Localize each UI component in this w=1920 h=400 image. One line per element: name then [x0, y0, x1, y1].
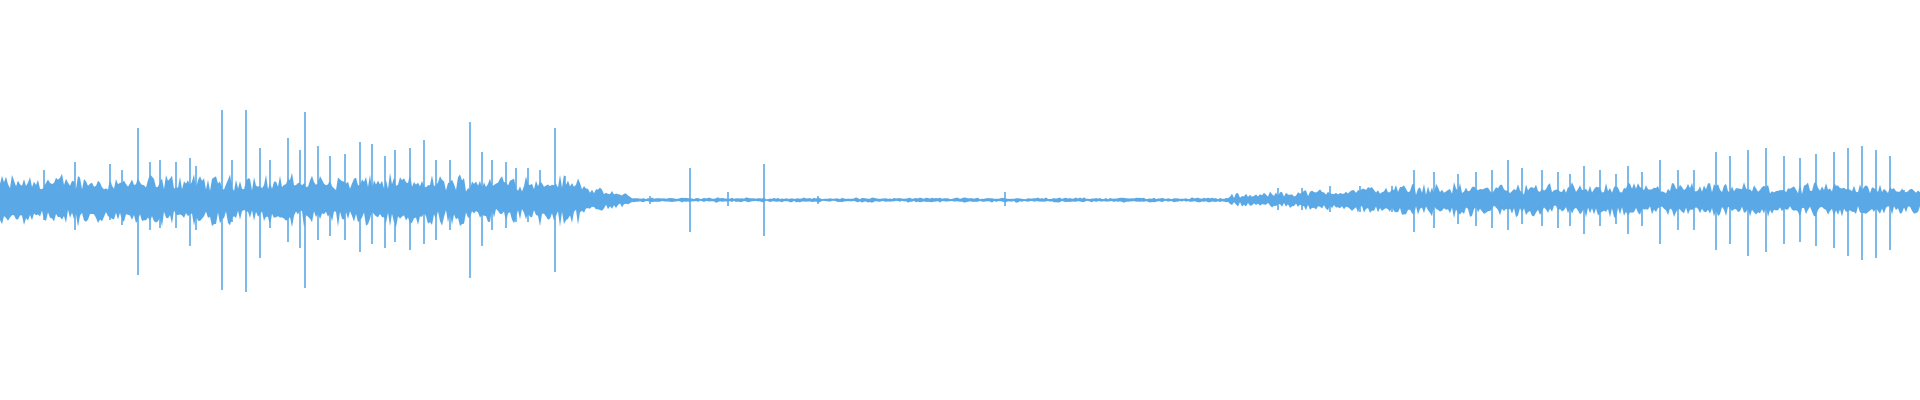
waveform-peaks [17, 110, 1905, 292]
